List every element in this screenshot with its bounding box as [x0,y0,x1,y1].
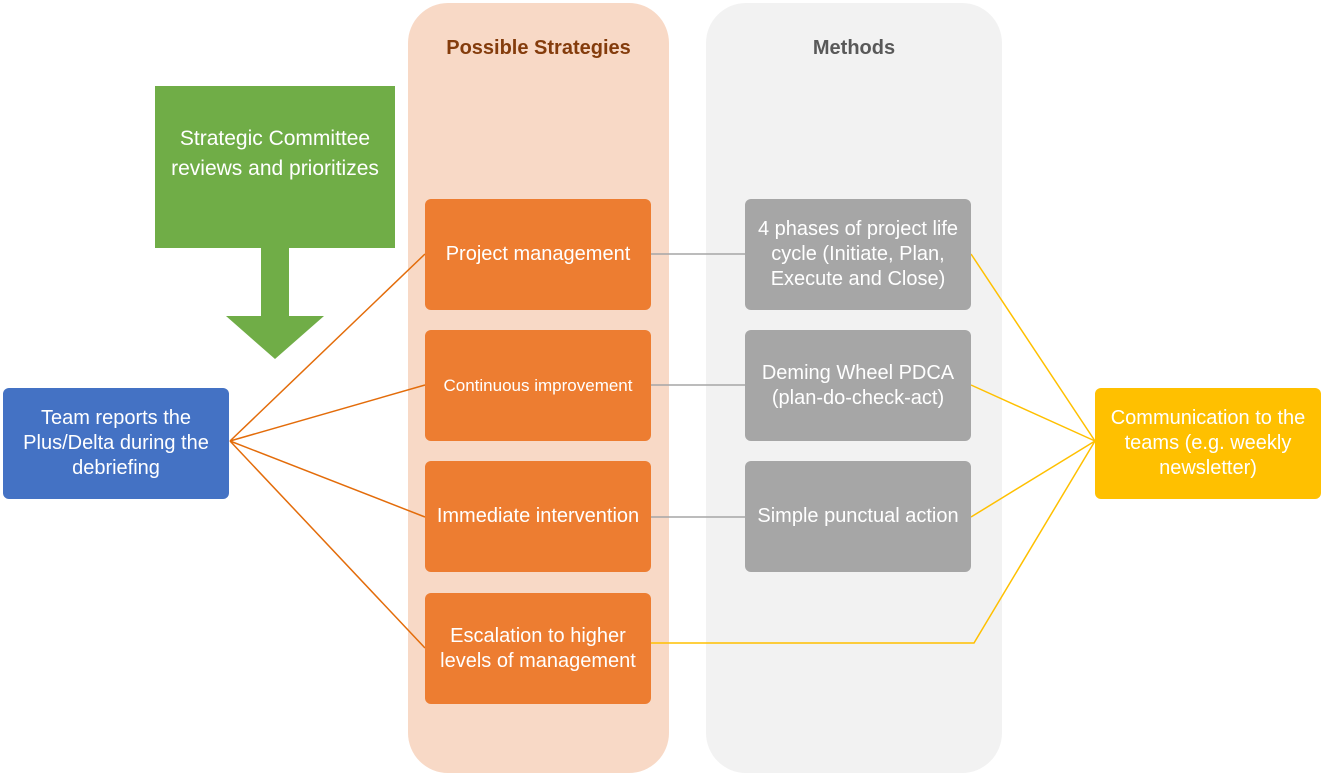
strategies-column-title: Possible Strategies [446,37,631,59]
method-label: Simple punctual action [757,505,959,527]
strategy-label: Escalation to higher levels of managemen… [440,624,636,672]
strategy-label: Project management [445,243,631,265]
method-label: 4 phases of project life cycle (Initiate… [757,218,959,290]
link-simple-action-to-communication [970,440,1096,518]
method-project-life-cycle: 4 phases of project life cycle (Initiate… [745,199,971,310]
strategy-immediate-intervention: Immediate intervention [425,461,651,572]
communication-box: Communication to the teams (e.g. weekly … [1095,388,1321,499]
committee-arrow-head [226,248,324,359]
method-simple-punctual-action: Simple punctual action [745,461,971,572]
link-team-to-project-management [229,253,426,442]
strategy-label: Immediate intervention [436,505,640,527]
strategy-project-management: Project management [425,199,651,310]
link-escalation-to-communication [651,440,1096,644]
strategy-escalation: Escalation to higher levels of managemen… [425,593,651,704]
method-label: Deming Wheel PDCA (plan-do-check-act) [761,361,955,409]
strategy-label: Continuous improvement [443,376,633,395]
link-phases-to-communication [970,253,1096,442]
methods-column-title: Methods [812,37,896,59]
link-team-to-continuous-improvement [229,384,426,442]
team-report-box: Team reports the Plus/Delta during the d… [3,388,229,499]
strategic-committee-box: Strategic Committee reviews and prioriti… [155,86,395,248]
link-team-to-immediate-intervention [229,440,426,518]
link-team-to-escalation [229,440,426,649]
strategy-continuous-improvement: Continuous improvement [425,330,651,441]
strategic-committee-label: Strategic Committee reviews and prioriti… [171,127,379,180]
communication-label: Communication to the teams (e.g. weekly … [1110,407,1306,479]
method-deming-wheel: Deming Wheel PDCA (plan-do-check-act) [745,330,971,441]
link-pdca-to-communication [970,384,1096,442]
team-report-label: Team reports the Plus/Delta during the d… [23,407,209,479]
